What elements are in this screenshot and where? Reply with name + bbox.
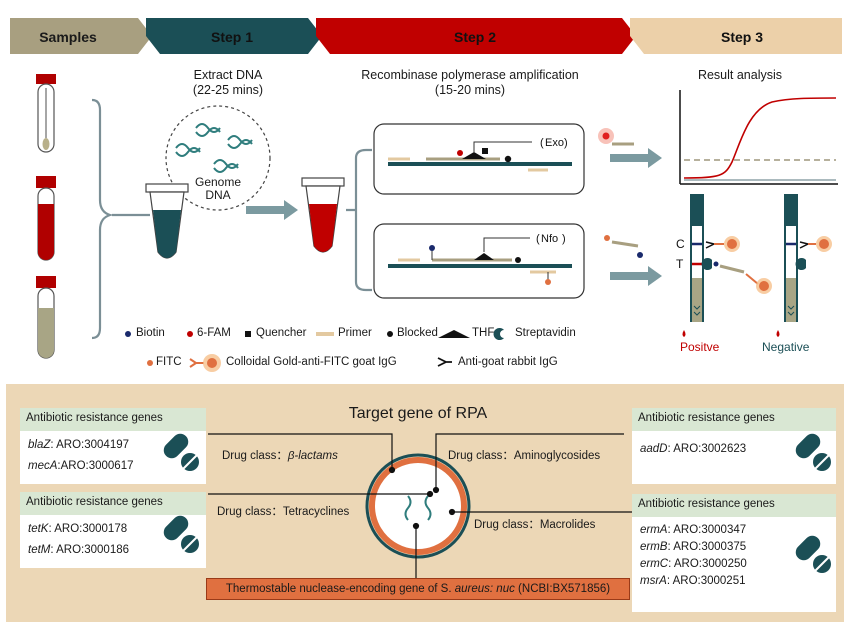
test-line-label: T <box>676 257 684 271</box>
nuc-suffix: (NCBI:BX571856) <box>514 583 611 595</box>
samples-label: Samples <box>39 29 97 45</box>
exo-result-arrow-icon <box>598 128 662 168</box>
gene-line: tetM: ARO:3000186 <box>28 544 130 556</box>
samples-bracket <box>91 98 114 340</box>
class-aminoglycosides: Drug class：Aminoglycosides <box>448 450 601 462</box>
class-beta-lactams: Drug class：β-lactams <box>222 447 338 463</box>
svg-text:): ) <box>562 233 566 245</box>
gold-antibody-icon <box>189 358 197 364</box>
gene-line: tetK: ARO:3000178 <box>28 523 128 535</box>
genome-dna-circle <box>165 105 271 211</box>
step2-time: (15-20 mins) <box>434 83 506 97</box>
streptavidin-icon <box>493 328 504 340</box>
thf-icon <box>438 330 470 338</box>
step1-arrow-icon <box>246 200 298 220</box>
nfo-probe-diagram: ( Nfo ) <box>388 233 572 285</box>
control-line-label: C <box>676 237 685 251</box>
class-beta-prefix: Drug class： <box>222 450 288 462</box>
legend-fam: 6-FAM <box>197 327 231 339</box>
gene-box-macrolide: Antibiotic resistance genes ermA: ARO:30… <box>632 494 836 612</box>
exo-label: Exo <box>545 137 564 149</box>
step-banner: Samples Step 1 Step 2 Step 3 <box>10 18 842 54</box>
step1-title: Extract DNA <box>193 68 263 82</box>
nfo-label: Nfo <box>541 233 558 245</box>
step1-label: Step 1 <box>211 29 253 45</box>
plasmid-ring-icon <box>369 457 467 555</box>
legend-primer: Primer <box>338 327 372 339</box>
legend-gold: Colloidal Gold-anti-FITC goat IgG <box>226 356 397 368</box>
nuc-italic: aureus: nuc <box>454 583 515 595</box>
svg-text:(: ( <box>540 137 544 149</box>
legend-biotin: Biotin <box>136 327 165 339</box>
legend-blocked: Blocked <box>397 327 438 339</box>
svg-text:(: ( <box>536 233 540 245</box>
nuc-gene-bar: Thermostable nuclease-encoding gene of S… <box>206 578 630 600</box>
gene-box-heading: Antibiotic resistance genes <box>632 408 836 431</box>
nfo-result-arrow-icon <box>604 235 662 286</box>
class-beta-name: β-lactams <box>287 450 338 462</box>
negative-label: Negative <box>762 340 810 354</box>
step1-chevron <box>146 18 322 54</box>
class-macrolides: Drug class：Macrolides <box>474 519 596 531</box>
gene-line: ermA: ARO:3000347 <box>640 524 747 536</box>
gene-box-beta-lactam: Antibiotic resistance genes blaZ: ARO:30… <box>20 408 206 484</box>
legend-streptavidin: Streptavidin <box>515 327 576 339</box>
rpa-tube-icon <box>301 177 345 253</box>
dna-label: DNA <box>205 188 231 202</box>
gene-line: blaZ: ARO:3004197 <box>28 439 130 451</box>
step2-title: Recombinase polymerase amplification <box>361 68 579 82</box>
strip-binding-icons <box>701 236 832 294</box>
gene-box-heading: Antibiotic resistance genes <box>20 492 206 515</box>
workflow-graphic: ( Exo ) ( Nfo ) <box>36 74 838 372</box>
gene-line: mecA:ARO:3000617 <box>28 460 134 472</box>
legend-thf: THF <box>472 327 495 339</box>
blocked-icon <box>387 331 393 337</box>
gene-box-heading: Antibiotic resistance genes <box>20 408 206 431</box>
legend-quencher: Quencher <box>256 327 307 339</box>
positive-label: Positve <box>680 340 720 354</box>
samples-chevron <box>10 18 152 54</box>
antigoat-icon <box>437 357 452 367</box>
negative-strip-icon <box>776 194 798 337</box>
legend-fitc: FITC <box>156 356 182 368</box>
rpa-bracket <box>346 148 372 292</box>
blood-tube-icon <box>36 176 56 261</box>
step2-chevron <box>316 18 636 54</box>
gene-box-tetracycline: Antibiotic resistance genes tetK: ARO:30… <box>20 492 206 568</box>
gene-box-heading: Antibiotic resistance genes <box>632 494 836 517</box>
step3-chevron <box>630 18 842 54</box>
legend-antigoat: Anti-goat rabbit IgG <box>458 356 558 368</box>
dna-helix-icon <box>175 123 253 173</box>
plasmid-dna-icon <box>404 495 432 521</box>
extraction-tube-icon <box>145 183 189 259</box>
target-gene-title: Target gene of RPA <box>348 405 488 422</box>
gene-box-aminoglycoside: Antibiotic resistance genes aadD: ARO:30… <box>632 408 836 484</box>
positive-strip-icon <box>682 194 704 337</box>
step2-label: Step 2 <box>454 29 496 45</box>
exo-probe-diagram: ( Exo ) <box>388 137 572 172</box>
gene-line: ermC: ARO:3000250 <box>640 558 747 570</box>
fluid-tube-icon <box>36 276 56 359</box>
fitc-icon <box>147 360 153 366</box>
amplification-curve-plot <box>679 90 838 185</box>
biotin-icon <box>125 331 131 337</box>
step3-label: Step 3 <box>721 29 763 45</box>
genome-label: Genome <box>194 175 242 189</box>
gene-line: ermB: ARO:3000375 <box>640 541 747 553</box>
step3-title: Result analysis <box>697 68 783 82</box>
connector-lines <box>208 433 632 578</box>
legend-icons <box>125 328 504 372</box>
class-tetracyclines: Drug class：Tetracyclines <box>217 506 350 518</box>
gene-line: aadD: ARO:3002623 <box>640 443 747 455</box>
nuc-prefix: Thermostable nuclease-encoding gene of S… <box>225 583 455 595</box>
gene-line: msrA: ARO:3000251 <box>640 575 746 587</box>
fam-icon <box>187 331 193 337</box>
quencher-icon <box>245 331 251 337</box>
swab-tube-icon <box>36 74 56 153</box>
step1-time: (22-25 mins) <box>192 83 264 97</box>
svg-text:): ) <box>564 137 568 149</box>
